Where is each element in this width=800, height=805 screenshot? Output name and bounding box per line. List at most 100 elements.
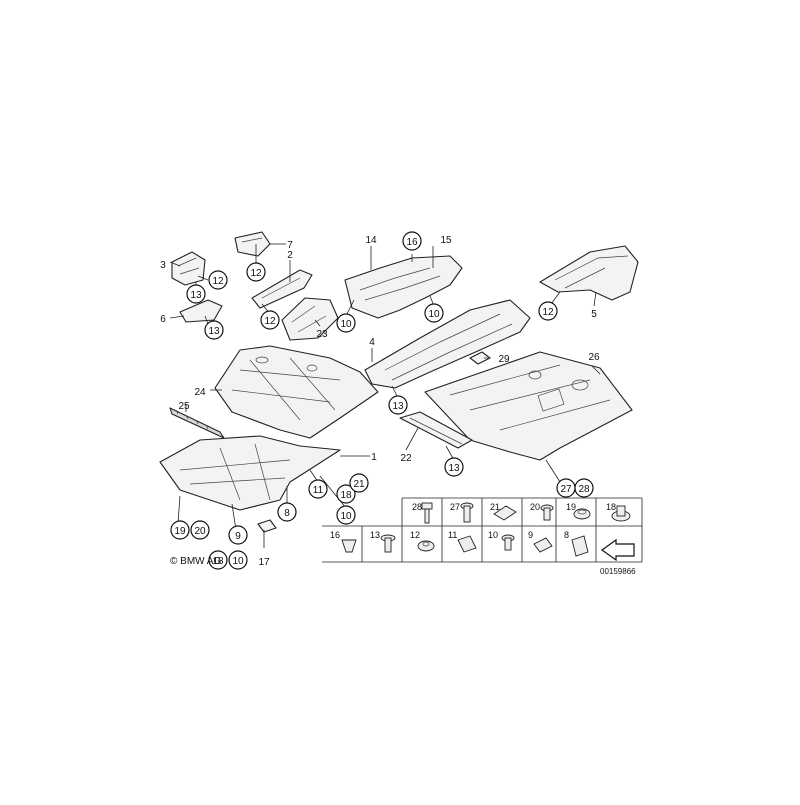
part-14-shape bbox=[344, 255, 463, 319]
callout-label: 6 bbox=[160, 314, 166, 325]
callout-6: 6 bbox=[160, 314, 166, 325]
part-25-shape bbox=[169, 407, 225, 439]
callout-26: 26 bbox=[588, 352, 600, 363]
callout-label: 10 bbox=[340, 319, 352, 330]
legend-top-label: 21 bbox=[490, 502, 500, 512]
copyright-text: © BMW AG bbox=[170, 556, 221, 567]
callout-label: 10 bbox=[232, 556, 244, 567]
callout-9: 9 bbox=[228, 525, 248, 545]
part-23-shape bbox=[281, 297, 339, 341]
callout-10: 10 bbox=[228, 550, 248, 570]
callout-13: 13 bbox=[444, 457, 464, 477]
callout-label: 22 bbox=[400, 453, 412, 464]
callout-19: 19 bbox=[170, 520, 190, 540]
callout-label: 11 bbox=[313, 485, 324, 496]
callout-24: 24 bbox=[194, 387, 206, 398]
clip-8-icon bbox=[571, 535, 589, 557]
callout-17: 17 bbox=[258, 557, 270, 568]
callout-27: 27 bbox=[556, 478, 576, 498]
callout-12: 12 bbox=[208, 270, 228, 290]
callout-label: 1 bbox=[371, 452, 377, 463]
nut-12-icon bbox=[417, 540, 435, 552]
callout-21: 21 bbox=[349, 473, 369, 493]
part-22-shape bbox=[399, 411, 473, 449]
leader-lines bbox=[169, 243, 601, 548]
clamp-11-icon bbox=[457, 535, 477, 553]
legend-bottom-label: 12 bbox=[410, 530, 420, 540]
part-5-shape bbox=[539, 245, 639, 301]
callout-13: 13 bbox=[388, 395, 408, 415]
callout-circle bbox=[336, 505, 356, 525]
callout-circle bbox=[170, 520, 190, 540]
callout-20: 20 bbox=[190, 520, 210, 540]
part-2-shape bbox=[251, 269, 313, 309]
part-7-shape bbox=[234, 231, 271, 257]
callout-label: 25 bbox=[178, 401, 190, 412]
callout-circle bbox=[260, 310, 280, 330]
callout-circle bbox=[308, 479, 328, 499]
callout-label: 16 bbox=[406, 237, 418, 248]
legend-bottom-label: 13 bbox=[370, 530, 380, 540]
callout-label: 27 bbox=[560, 484, 572, 495]
callout-16: 16 bbox=[402, 231, 422, 251]
legend-top-label: 20 bbox=[530, 502, 540, 512]
callout-29: 29 bbox=[498, 354, 510, 365]
callout-circle bbox=[228, 550, 248, 570]
callout-13: 13 bbox=[186, 284, 206, 304]
pin-27-icon bbox=[460, 502, 474, 523]
callout-label: 21 bbox=[353, 479, 365, 490]
legend-top-label: 18 bbox=[606, 502, 616, 512]
callout-label: 3 bbox=[160, 260, 166, 271]
legend-bottom-label: 16 bbox=[330, 530, 340, 540]
callout-12: 12 bbox=[538, 301, 558, 321]
callout-10: 10 bbox=[424, 303, 444, 323]
legend-top-label: 19 bbox=[566, 502, 576, 512]
callout-circle bbox=[538, 301, 558, 321]
callout-3: 3 bbox=[160, 260, 166, 271]
callout-circle bbox=[402, 231, 422, 251]
callout-circle bbox=[349, 473, 369, 493]
callout-label: 29 bbox=[498, 354, 510, 365]
callout-12: 12 bbox=[260, 310, 280, 330]
callout-label: 14 bbox=[365, 235, 377, 246]
callout-circle bbox=[246, 262, 266, 282]
bolt-13-icon bbox=[380, 534, 396, 553]
callout-label: 5 bbox=[591, 309, 597, 320]
callout-circle bbox=[574, 478, 594, 498]
callout-label: 13 bbox=[448, 463, 460, 474]
rivet-16-icon bbox=[341, 539, 357, 553]
legend-top-label: 27 bbox=[450, 502, 460, 512]
part-3-shape bbox=[171, 251, 206, 286]
callout-circle bbox=[388, 395, 408, 415]
callout-circle bbox=[208, 270, 228, 290]
callout-label: 24 bbox=[194, 387, 206, 398]
callout-label: 26 bbox=[588, 352, 600, 363]
callout-14: 14 bbox=[365, 235, 377, 246]
part-24-shape bbox=[214, 345, 379, 439]
callout-12: 12 bbox=[246, 262, 266, 282]
callout-circle bbox=[336, 313, 356, 333]
callout-label: 13 bbox=[208, 326, 220, 337]
diagram-number: 00159866 bbox=[600, 567, 636, 576]
legend-bottom-label: 9 bbox=[528, 530, 533, 540]
callout-18: 18 bbox=[208, 550, 228, 570]
callout-circle bbox=[277, 502, 297, 522]
callout-7: 7 bbox=[287, 240, 293, 251]
legend-bottom-label: 11 bbox=[448, 530, 457, 540]
pad-21-icon bbox=[493, 505, 517, 521]
callout-circle bbox=[424, 303, 444, 323]
callout-18: 18 bbox=[336, 484, 356, 504]
callout-label: 10 bbox=[428, 309, 440, 320]
clip-20-icon bbox=[540, 504, 554, 521]
callout-8: 8 bbox=[277, 502, 297, 522]
callout-11: 11 bbox=[308, 479, 328, 499]
callout-23: 23 bbox=[316, 329, 328, 340]
callout-label: 9 bbox=[235, 531, 241, 542]
callout-2: 2 bbox=[287, 250, 293, 261]
callout-25: 25 bbox=[178, 401, 190, 412]
callout-label: 10 bbox=[340, 511, 352, 522]
callout-22: 22 bbox=[400, 453, 412, 464]
callout-label: 13 bbox=[190, 290, 202, 301]
